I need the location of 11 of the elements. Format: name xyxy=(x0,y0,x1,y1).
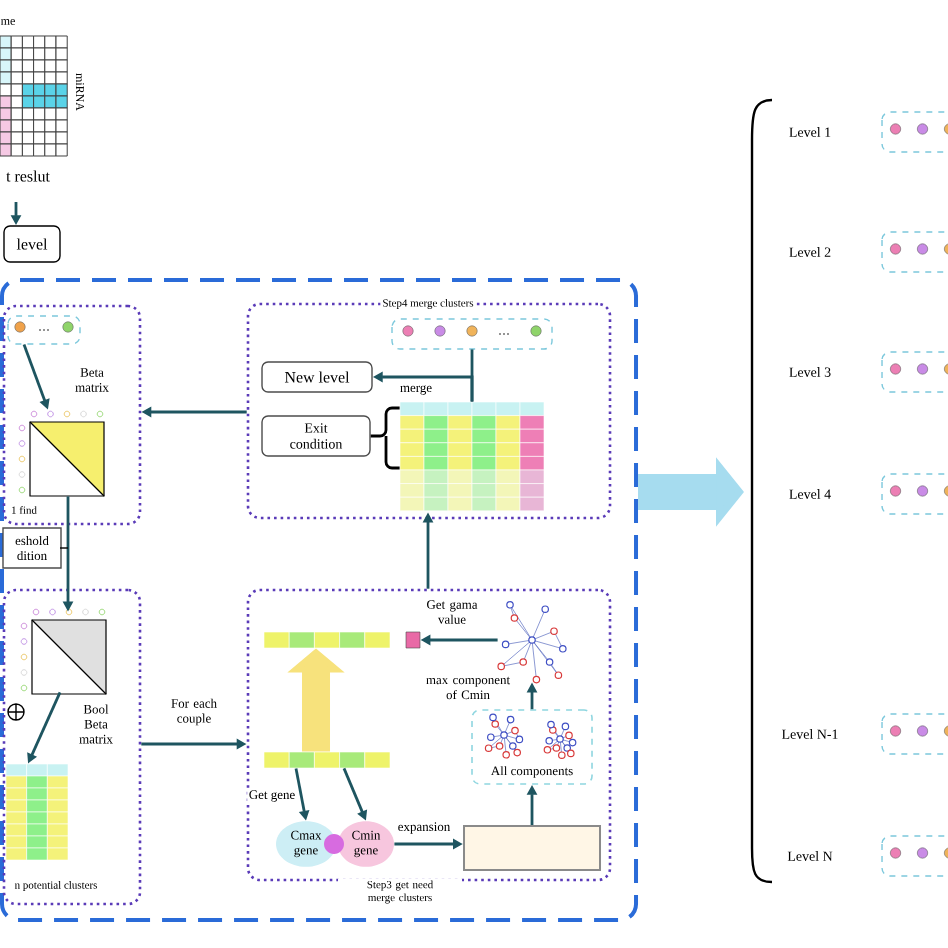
matrix-drawing xyxy=(20,608,107,695)
table-drawing xyxy=(5,763,69,861)
gene-row-drawing xyxy=(263,751,391,769)
gene-row-drawing xyxy=(263,631,421,649)
database-box xyxy=(463,825,601,871)
dashed-frame xyxy=(0,278,638,922)
cluster-row-drawing xyxy=(7,315,81,345)
matrix-drawing xyxy=(18,410,105,497)
curly-brace xyxy=(369,406,401,470)
cluster-row-drawing xyxy=(391,318,553,350)
table-drawing xyxy=(399,401,545,512)
